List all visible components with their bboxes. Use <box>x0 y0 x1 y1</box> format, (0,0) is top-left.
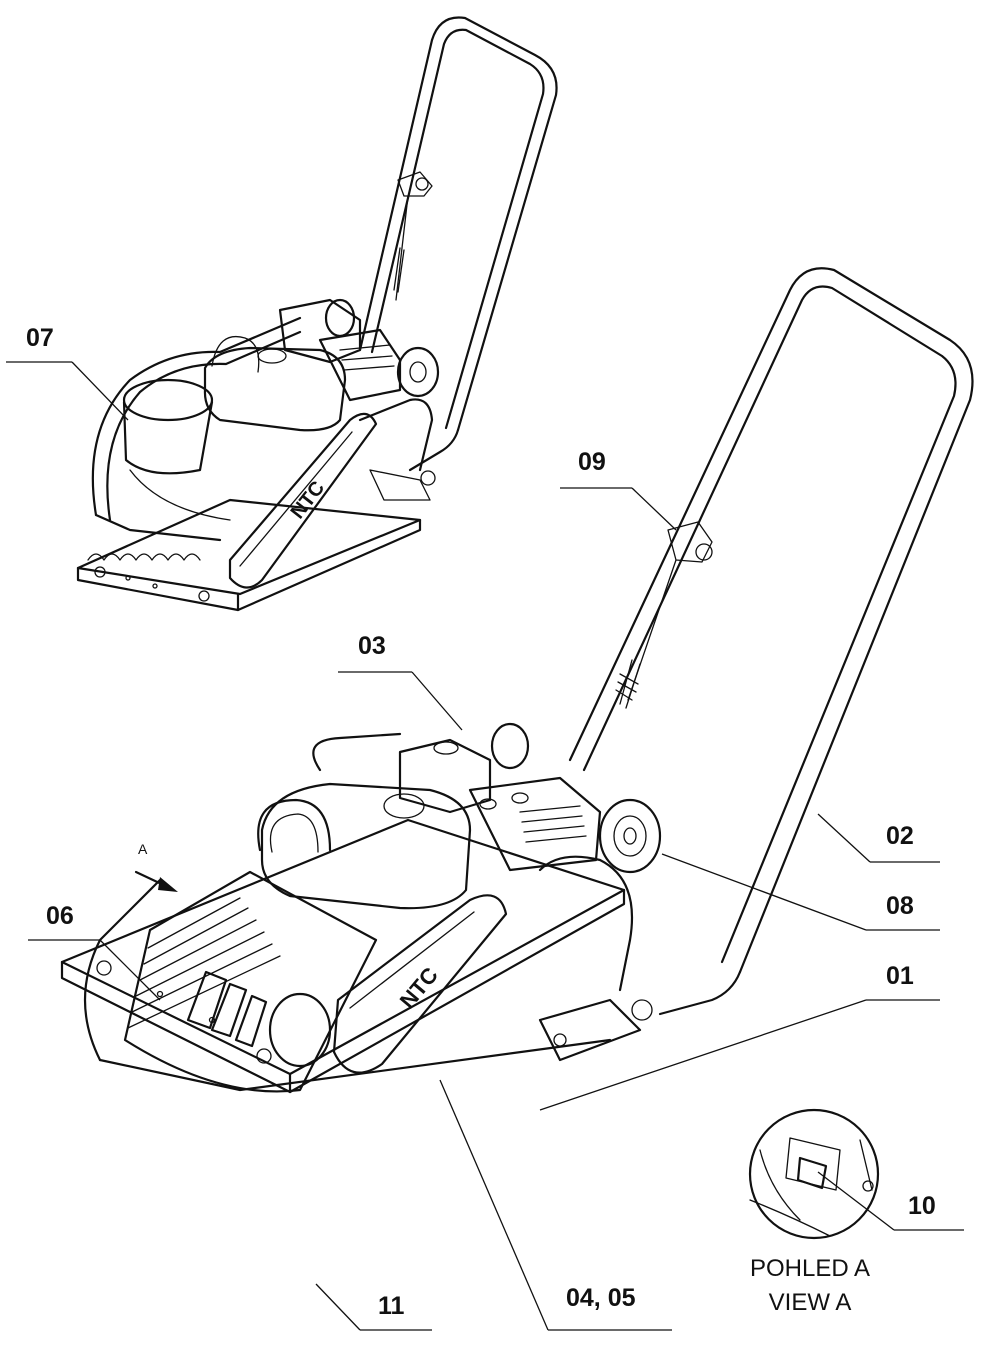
label-09: 09 <box>578 448 606 476</box>
label-08: 08 <box>886 892 914 920</box>
label-07: 07 <box>26 324 54 352</box>
label-10: 10 <box>908 1192 936 1220</box>
lower-brand-logo: NTC <box>395 962 443 1013</box>
view-caption-cz: POHLED A <box>750 1255 870 1282</box>
upper-brand-logo: NTC <box>287 477 330 523</box>
upper-compactor-drawing: NTC <box>76 16 558 612</box>
view-caption-en: VIEW A <box>769 1289 852 1316</box>
lower-compactor-drawing: NTC A <box>60 267 974 1094</box>
label-03: 03 <box>358 632 386 660</box>
label-06: 06 <box>46 902 74 930</box>
label-01: 01 <box>886 962 914 990</box>
label-04-05: 04, 05 <box>566 1284 636 1312</box>
label-11: 11 <box>378 1292 405 1320</box>
leader-lines <box>6 361 964 1331</box>
detail-view-a <box>748 1108 880 1240</box>
view-marker-label: A <box>138 841 148 857</box>
label-02: 02 <box>886 822 914 850</box>
